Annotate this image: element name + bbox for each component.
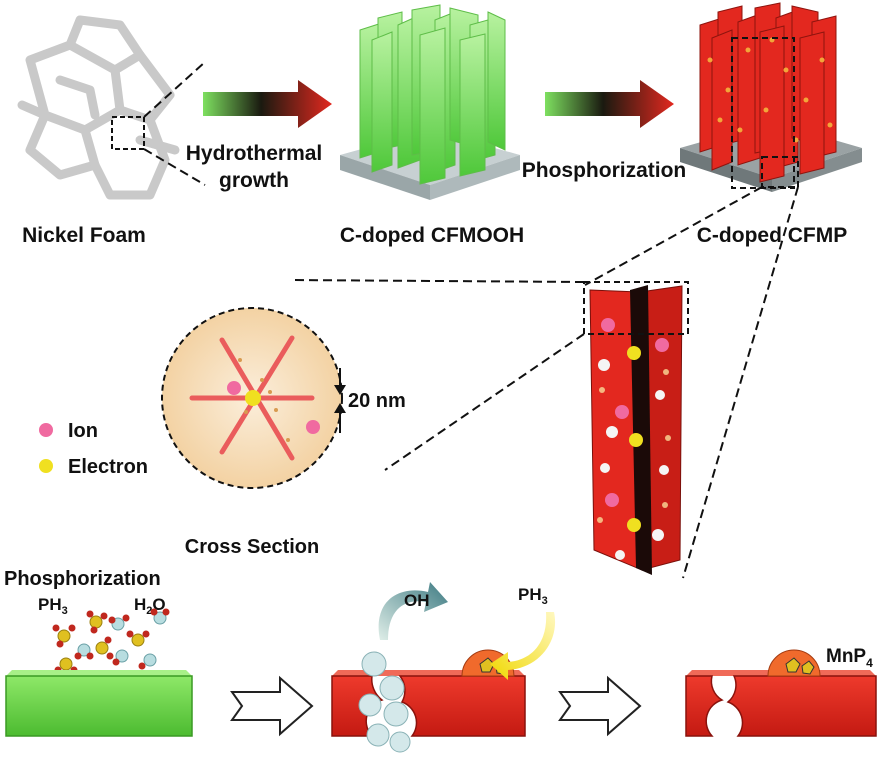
zoomed-nanosheet bbox=[583, 281, 689, 575]
nickel-foam-illustration bbox=[17, 15, 180, 200]
oh-release-arrow bbox=[378, 582, 448, 640]
green-substrate-bar bbox=[5, 670, 193, 737]
zoom-line bbox=[384, 333, 585, 471]
cfmooh-label: C-doped CFMOOH bbox=[340, 224, 524, 247]
legend-electron-marker bbox=[39, 459, 53, 473]
molecules-cluster bbox=[52, 608, 170, 674]
process-arrow-hydrothermal bbox=[203, 80, 332, 128]
zoom-box-foam bbox=[111, 116, 145, 150]
mnp4-label: MnP4 bbox=[826, 646, 873, 670]
zoom-line bbox=[143, 148, 206, 186]
phosphorization-label-bottom: Phosphorization bbox=[4, 568, 161, 590]
ph3-label-mid: PH3 bbox=[518, 585, 548, 607]
zoom-line bbox=[584, 186, 763, 286]
red-bar-final bbox=[685, 649, 877, 737]
zoom-line bbox=[682, 186, 799, 579]
cfmooh-illustration bbox=[340, 4, 520, 200]
cross-section-label: Cross Section bbox=[185, 536, 319, 558]
cfmp-label: C-doped CFMP bbox=[697, 224, 847, 247]
phosphorization-label-top: Phosphorization bbox=[522, 159, 687, 182]
legend: Ion Electron bbox=[39, 420, 148, 478]
process-arrow-phosphorization bbox=[545, 80, 674, 128]
legend-ion-marker bbox=[39, 423, 53, 437]
process-arrow-hollow bbox=[558, 675, 642, 737]
legend-ion-label: Ion bbox=[68, 420, 98, 442]
ph3-incoming-arrow bbox=[490, 612, 556, 680]
nickel-foam-label: Nickel Foam bbox=[22, 224, 146, 247]
oh-label: OH bbox=[404, 591, 430, 610]
cross-section-circle bbox=[161, 307, 346, 489]
process-arrow-hollow bbox=[230, 675, 314, 737]
scale-label: 20 nm bbox=[348, 390, 406, 412]
zoom-line bbox=[289, 279, 585, 283]
hydrothermal-label-line1: Hydrothermal bbox=[186, 142, 323, 165]
ph3-label-left: PH3 bbox=[38, 595, 68, 617]
legend-electron-label: Electron bbox=[68, 456, 148, 478]
cfmp-illustration bbox=[680, 2, 862, 192]
hydrothermal-label-line2: growth bbox=[219, 169, 289, 192]
